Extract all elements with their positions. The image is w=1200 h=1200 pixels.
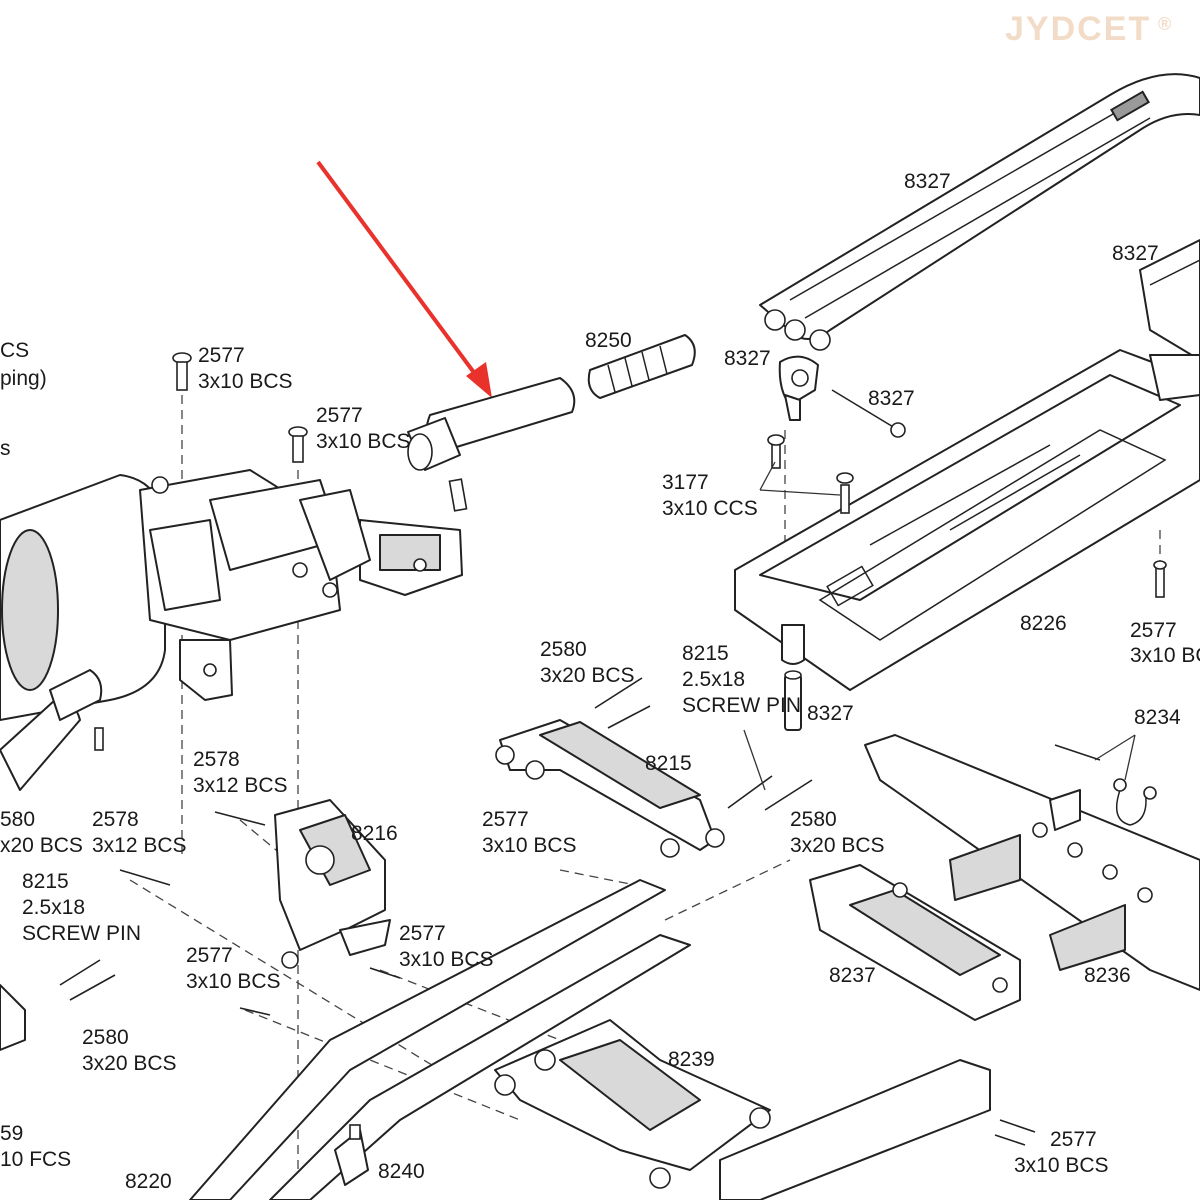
callout-part-8216: 8216 [351,822,398,845]
callout-part-8236: 8236 [1084,964,1131,987]
callout-part-8237: 8237 [829,964,876,987]
driveshaft-8250 [407,334,696,512]
battery-tray-8226 [734,349,1200,691]
watermark-logo: JYDCET ® [1005,10,1173,48]
registered-mark: ® [1158,14,1173,34]
leader-lines [743,461,1136,791]
watermark-text: JYDCET [1005,10,1151,48]
callout-part-8250: 8250 [585,329,632,352]
callout-part-8234: 8234 [1134,706,1181,729]
screws-2577-top [172,352,308,463]
frame-rails-8220 [189,879,991,1200]
frame-member-8236 [864,734,1200,991]
part-8240 [334,1124,369,1186]
indicator-arrow [316,160,492,398]
callout-part-8215: 8215 [645,752,692,775]
crossmember-8239 [494,1019,771,1189]
callout-part-8240: 8240 [378,1160,425,1183]
rear-bracket-8327 [1139,239,1200,361]
upper-link-8327 [759,73,1200,351]
rear-driveshaft [0,669,104,791]
link-8215 [495,677,813,858]
post-8327 [781,624,805,731]
left-screw-pins [0,959,116,1051]
callout-part-8327-right: 8327 [1112,242,1159,265]
motor-transmission-assembly [0,469,463,721]
screws-2577-bottom-right [994,1119,1036,1146]
callout-part-8327-link: 8327 [724,347,771,370]
callout-top-left-s: s [0,437,11,460]
shackle-8234 [1054,744,1157,826]
callout-part-8327-pin: 8327 [868,387,915,410]
bracket-8216 [119,799,401,1016]
callout-part-8239: 8239 [668,1048,715,1071]
callout-part-8327-top: 8327 [904,170,951,193]
mount-8237 [809,864,1021,1021]
callout-part-8226: 8226 [1020,612,1067,635]
screws-3177 [767,434,1167,598]
rod-end-8327 [778,355,906,438]
callout-part-8220: 8220 [125,1170,172,1193]
callout-part-8327-post: 8327 [807,702,854,725]
